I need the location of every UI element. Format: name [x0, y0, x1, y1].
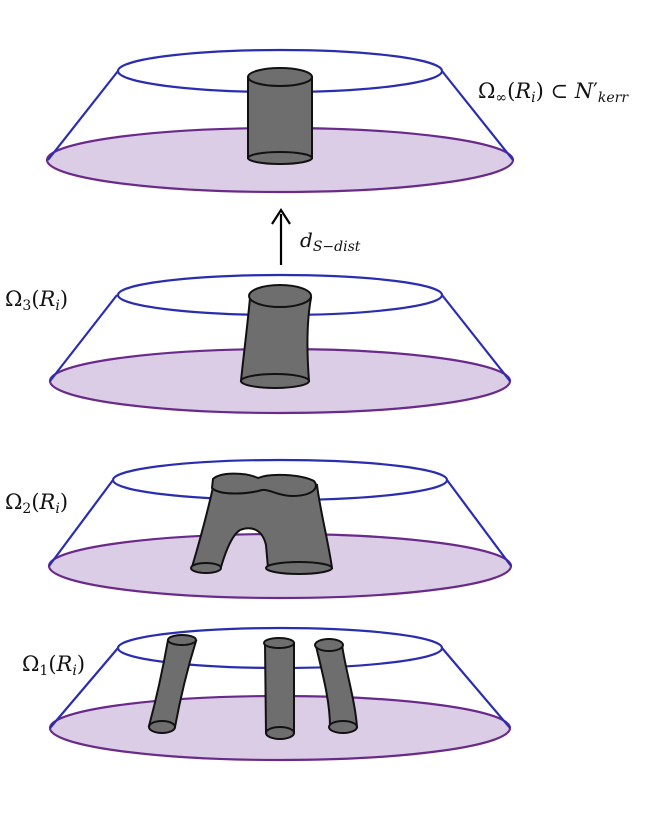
tube: [239, 284, 313, 389]
tube: [247, 67, 313, 165]
side-line-right: [441, 647, 511, 729]
convergence-arrow: [271, 207, 291, 265]
tube-middle: [263, 637, 295, 740]
side-line-right: [446, 479, 512, 567]
frustum-omega-3: [48, 273, 512, 415]
frustum-omega-1: [48, 626, 512, 762]
label-omega-infinity: Ω∞(Ri) ⊂ N′kerr: [478, 79, 629, 106]
tube-right: [314, 638, 359, 734]
frustum-omega-2: [47, 458, 513, 600]
tube: [190, 472, 334, 575]
label-omega-2: Ω2(Ri): [5, 490, 69, 517]
side-line-left: [47, 70, 119, 161]
side-line-right: [441, 294, 511, 382]
side-line-left: [49, 294, 118, 382]
side-line-right: [441, 70, 514, 161]
tube-left: [147, 634, 198, 734]
label-omega-3: Ω3(Ri): [5, 287, 69, 314]
side-line-left: [49, 647, 119, 729]
label-arrow-distance: dS−dist: [300, 228, 361, 255]
label-omega-1: Ω1(Ri): [22, 652, 86, 679]
frustum-omega-infinity: [45, 48, 515, 194]
side-line-left: [48, 479, 114, 567]
